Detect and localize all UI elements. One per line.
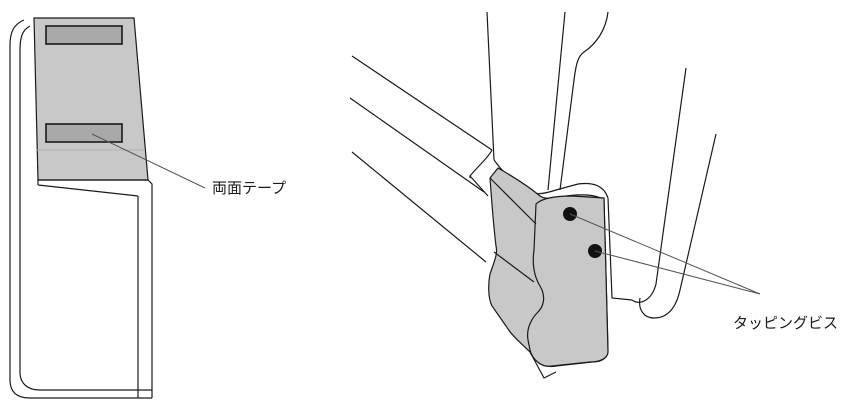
screws-callout-label: タッピングビス [733,314,839,332]
plate-recess [38,179,153,398]
block-edge-lower [493,251,535,283]
rail-line-1 [351,55,493,151]
right-frame [349,11,717,319]
tape-callout-label: 両面テープ [212,179,287,197]
block-raised-plate [527,195,609,367]
block-edge-upper [489,177,537,225]
pole-outer-curve [559,11,609,191]
tape-strip-bottom [45,123,123,143]
screw-leader-lower [594,250,761,295]
frame-lower-right [607,197,633,301]
pole-line-left [486,11,495,161]
plate-recess-top [37,180,139,197]
rail-curve [469,149,493,197]
panel-inner-edge [19,25,152,391]
rail-line-3 [351,151,487,263]
mounting-plate [33,17,153,398]
tape-strip-top [45,25,123,45]
panel-outer-edge [9,19,152,399]
left-panel [9,19,152,399]
pole-right-curve [631,67,687,303]
screw-leader-upper [569,213,761,295]
tape-leader-line [91,133,206,189]
block-edge-bottom [529,351,557,379]
mounting-block [488,167,609,379]
rail-line-2 [349,97,485,193]
pole-far-right [639,133,717,319]
pole-line-mid [547,11,566,191]
